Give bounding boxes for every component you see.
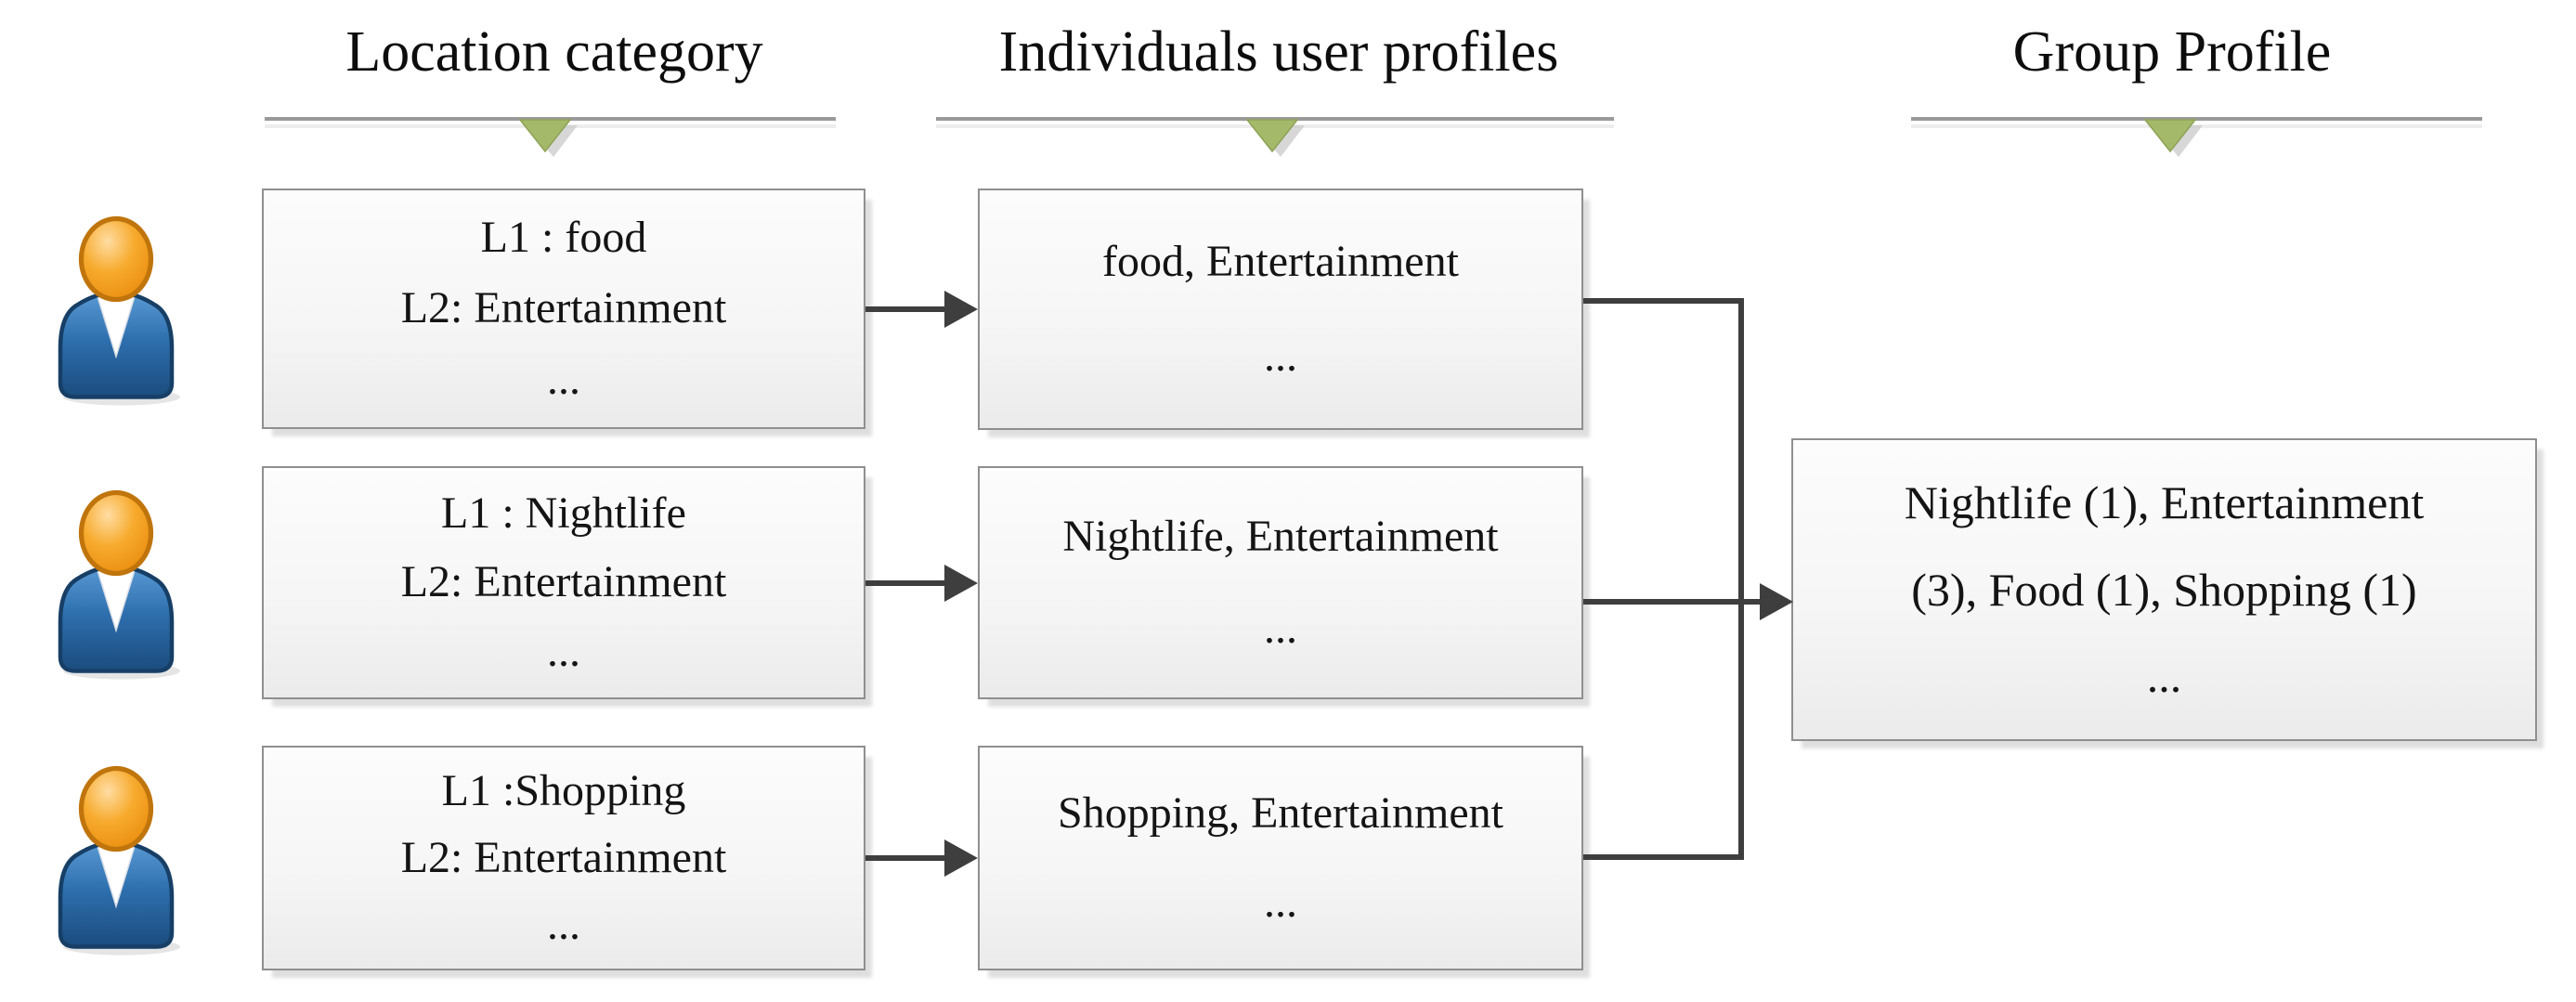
arrow-line — [865, 306, 946, 312]
header-underline — [936, 117, 1614, 121]
down-triangle-icon — [518, 119, 578, 157]
box-text-line: Nightlife, Entertainment — [1062, 511, 1499, 561]
person-icon — [58, 215, 180, 406]
box-text-line: L2: Entertainment — [400, 832, 727, 882]
arrowhead-icon — [944, 291, 978, 328]
arrowhead-icon — [944, 839, 978, 877]
box-text-line: L1 : food — [480, 212, 647, 262]
location-category-box-user2: L1 : Nightlife L2: Entertainment ... — [262, 466, 865, 699]
ellipsis-line: ... — [1264, 331, 1297, 381]
ellipsis-line: ... — [1264, 877, 1297, 927]
person-icon — [58, 489, 180, 680]
ellipsis-line: ... — [547, 899, 580, 949]
column-header-location-category: Location category — [345, 20, 763, 84]
location-category-box-user3: L1 :Shopping L2: Entertainment ... — [262, 746, 865, 970]
box-text-line: L1 : Nightlife — [441, 488, 686, 538]
user-profile-box-user1: food, Entertainment ... — [978, 189, 1583, 430]
location-category-box-user1: L1 : food L2: Entertainment ... — [262, 189, 865, 429]
arrow-line — [865, 855, 946, 861]
box-text-line: L2: Entertainment — [400, 557, 727, 607]
ellipsis-line: ... — [547, 354, 580, 404]
ellipsis-line: ... — [2146, 650, 2182, 703]
down-triangle-icon — [1245, 119, 1305, 157]
box-text-line: Nightlife (1), Entertainment — [1904, 476, 2425, 529]
connector-line — [1583, 599, 1762, 605]
header-underline — [1911, 117, 2482, 121]
connector-line — [1583, 854, 1744, 860]
collector-line — [1738, 298, 1744, 860]
arrowhead-icon — [944, 565, 978, 602]
box-text-line: food, Entertainment — [1102, 236, 1459, 286]
person-icon — [58, 765, 180, 956]
header-underline — [265, 117, 836, 121]
arrowhead-icon — [1760, 583, 1793, 620]
box-text-line: Shopping, Entertainment — [1058, 787, 1503, 838]
box-text-line: L2: Entertainment — [400, 283, 727, 333]
user-profile-box-user3: Shopping, Entertainment ... — [978, 746, 1583, 970]
ellipsis-line: ... — [1264, 603, 1297, 653]
user-profile-box-user2: Nightlife, Entertainment ... — [978, 466, 1583, 699]
ellipsis-line: ... — [547, 626, 580, 676]
box-text-line: (3), Food (1), Shopping (1) — [1911, 563, 2417, 616]
column-header-individual-profiles: Individuals user profiles — [998, 20, 1559, 84]
column-header-group-profile: Group Profile — [2012, 20, 2332, 84]
box-text-line: L1 :Shopping — [441, 765, 686, 815]
down-triangle-icon — [2143, 119, 2203, 157]
arrow-line — [865, 580, 946, 586]
group-profile-box: Nightlife (1), Entertainment (3), Food (… — [1791, 438, 2537, 741]
connector-line — [1583, 298, 1744, 304]
